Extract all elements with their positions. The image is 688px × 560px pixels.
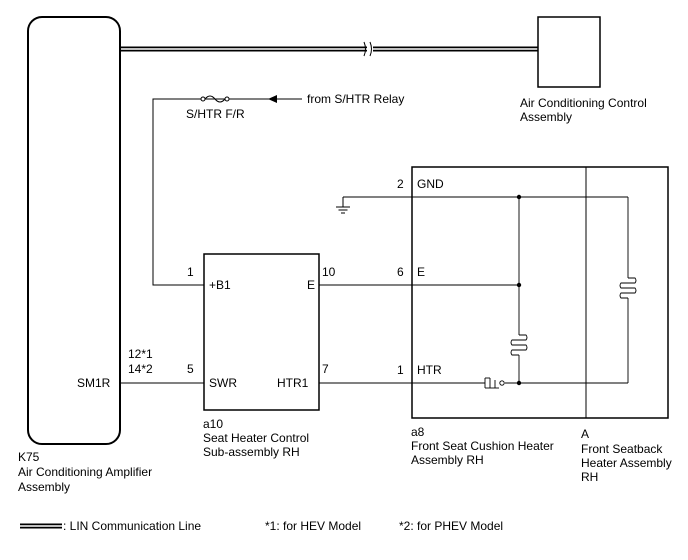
cushion-name-line1: Front Seat Cushion Heater [411,439,554,453]
ground-icon [336,196,412,214]
heater-assembly-box [411,166,669,419]
cushion-code: a8 [411,425,425,439]
term-htr1: HTR1 [277,376,309,390]
pin-amp-phev: 14*2 [128,362,153,376]
control-name-line1: Air Conditioning Control [520,96,647,110]
amplifier-name-line2: Assembly [18,480,70,494]
amplifier-box [27,16,121,445]
seat-controller-box [203,253,320,411]
term-gnd: GND [417,177,444,191]
pin-ctrl-htr1: 7 [322,362,329,376]
fuse-label: S/HTR F/R [186,107,245,121]
term-ctrl-e: E [307,278,315,292]
lin-communication-line [120,41,538,57]
term-htr: HTR [417,363,442,377]
legend-lin-label: : LIN Communication Line [63,519,201,533]
internal-circuit [412,194,629,386]
term-swr: SWR [209,376,237,390]
seatback-name-line3: RH [581,470,598,484]
pin-ctrl-swr: 5 [187,362,194,376]
pin-ctrl-b1: 1 [187,265,194,279]
term-sm1r: SM1R [77,376,111,390]
pin-cush-htr: 1 [397,363,404,377]
seatback-code: A [581,427,589,441]
legend-note-phev: *2: for PHEV Model [399,519,503,533]
thermostat-switch-icon [484,377,505,389]
seatback-name-line2: Heater Assembly [581,456,672,470]
relay-source-label: from S/HTR Relay [307,92,404,106]
pin-amp-hev: 12*1 [128,347,153,361]
pin-cush-e: 6 [397,265,404,279]
controller-code: a10 [203,417,223,431]
amplifier-code: K75 [18,450,40,464]
pin-ctrl-e: 10 [322,265,336,279]
seatback-name-line1: Front Seatback [581,442,663,456]
control-name-line2: Assembly [520,110,572,124]
term-cush-e: E [417,265,425,279]
controller-name-line2: Sub-assembly RH [203,445,300,459]
cushion-heater-element-icon [510,334,528,356]
seatback-heater-element-icon [619,277,637,299]
cushion-name-line2: Assembly RH [411,453,484,467]
amplifier-name-line1: Air Conditioning Amplifier [18,465,152,479]
power-feed-wire [152,95,302,286]
control-box [537,16,601,88]
term-b1: +B1 [209,278,231,292]
pin-cush-gnd: 2 [397,177,404,191]
fuse-icon [196,95,230,103]
legend-note-hev: *1: for HEV Model [265,519,361,533]
controller-name-line1: Seat Heater Control [203,431,309,445]
